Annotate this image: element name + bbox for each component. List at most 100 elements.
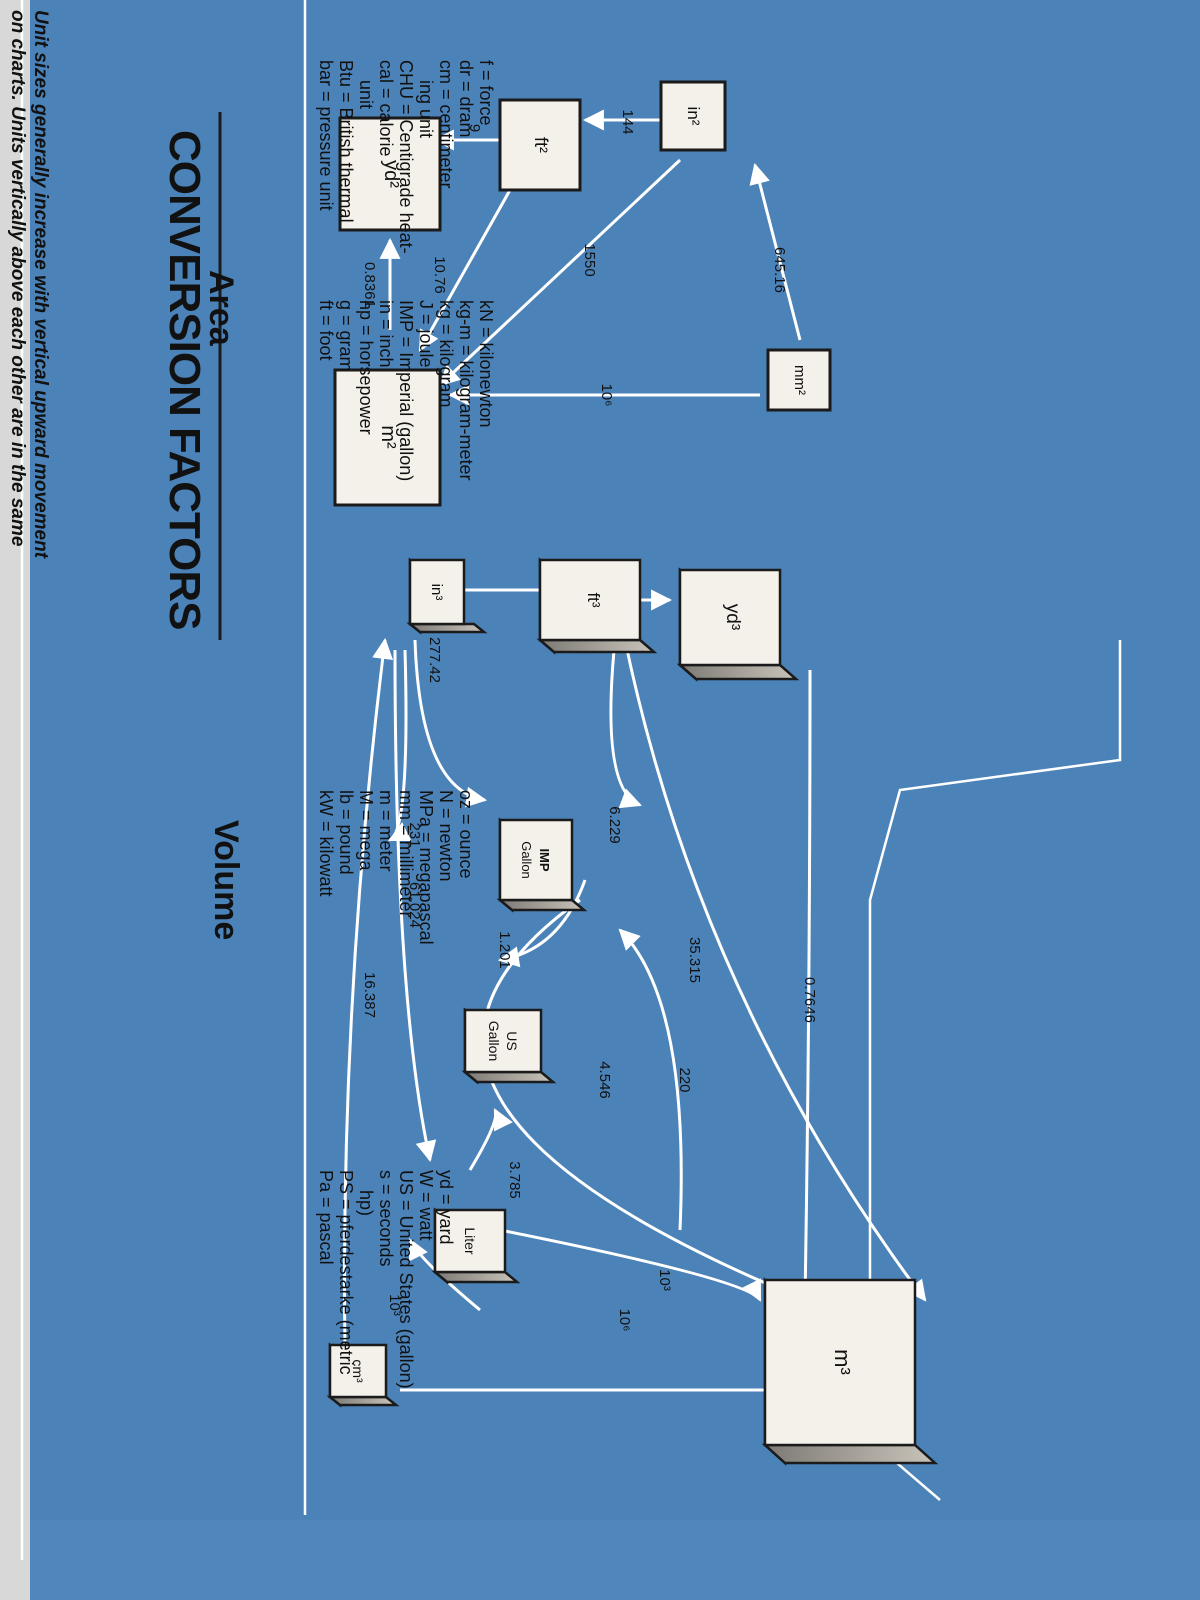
volume-nodes: in³ ft³ yd³ IMP	[326, 557, 939, 1466]
abbr-item: in = inch	[376, 300, 396, 368]
factor-in3-imp: 277.42	[426, 637, 443, 683]
factor-in2-ft2: 144	[619, 109, 636, 134]
factor-in2-mm2: 645.16	[771, 247, 788, 293]
node-liter[interactable]: Liter	[431, 1207, 521, 1285]
node-imp-label: IMP	[537, 848, 552, 871]
node-in3[interactable]: in³	[406, 557, 488, 635]
factor-ft3-imp: 6.229	[606, 806, 623, 844]
factor-yd3-m3: 0.7646	[801, 977, 818, 1023]
node-yd2-label: yd²	[380, 160, 402, 188]
node-in2[interactable]: in²	[659, 80, 727, 152]
abbr-item: s = seconds	[376, 1170, 396, 1267]
abbreviations: bar = pressure unit Btu = British therma…	[316, 60, 496, 1389]
node-ft3[interactable]: ft³	[536, 557, 658, 655]
abbr-item: Btu = British thermal	[336, 60, 356, 223]
abbr-item: f = force	[476, 60, 496, 126]
abbr-item: kg = kilogram	[436, 300, 456, 408]
abbr-item: dr = dram	[456, 60, 476, 138]
factor-yd2-m2: 0.8361	[361, 262, 378, 308]
node-in3-label: in³	[428, 584, 445, 601]
factor-in3-liter: 61.024	[406, 882, 423, 928]
node-m3[interactable]: m³	[761, 1277, 939, 1466]
abbr-item: US = United States (gallon)	[396, 1170, 416, 1389]
abbr-item: lb = pound	[336, 790, 356, 875]
node-mm2[interactable]: mm²	[766, 348, 832, 412]
node-yd3-label: yd³	[722, 604, 743, 630]
node-us-label: US	[504, 1031, 520, 1050]
node-liter-label: Liter	[462, 1227, 478, 1255]
abbr-item: kW = kilowatt	[316, 790, 336, 897]
factor-in2-m2: 1550	[581, 243, 598, 276]
factor-imp-us: 1.201	[496, 931, 513, 969]
area-heading: Area	[202, 270, 240, 347]
factor-liter-m3: 10³	[656, 1269, 673, 1291]
abbr-item: Pa = pascal	[316, 1170, 336, 1265]
node-in2-label: in²	[684, 107, 703, 126]
footnote-line-1: Unit sizes generally increase with verti…	[30, 10, 51, 559]
abbr-item: cal = calorie	[376, 60, 396, 157]
factor-ft2-yd2: 9	[466, 124, 483, 132]
node-us-sublabel: Gallon	[486, 1021, 502, 1061]
node-m2-label: m²	[377, 425, 399, 449]
factor-cm3-liter: 10³	[386, 1294, 403, 1316]
abbr-item: ing unit	[416, 80, 436, 138]
footnote: Unit sizes generally increase with verti…	[7, 10, 51, 559]
abbr-item: MPa = megapascal	[416, 790, 436, 945]
abbr-col3: kW = kilowatt lb = pound M = mega m = me…	[316, 790, 476, 945]
abbr-item: mm = millimeter	[396, 790, 416, 918]
abbr-item: IMP = Imperial (gallon)	[396, 300, 416, 481]
node-cm3[interactable]: cm³	[326, 1342, 400, 1408]
abbr-item: ft = foot	[316, 300, 336, 361]
abbr-item: kg-m = kilogram-meter	[456, 300, 476, 481]
factor-in3-us: 231	[406, 822, 423, 847]
abbr-item: kN = kilonewton	[476, 300, 496, 428]
page-title: CONVERSION FACTORS	[160, 130, 209, 629]
footnote-line-2: on charts. Units vertically above each o…	[7, 10, 28, 547]
node-imp-gallon[interactable]: IMP Gallon	[496, 817, 588, 913]
abbr-col1: bar = pressure unit Btu = British therma…	[316, 60, 496, 254]
page-fold-shade	[0, 0, 1200, 1520]
abbr-col4: Pa = pascal PS = pferdestarke (metric hp…	[316, 1170, 456, 1389]
factor-ft3-m3: 35.315	[686, 937, 703, 983]
node-ft2[interactable]: ft²	[498, 98, 582, 192]
factor-cm3-in3: 16.387	[361, 972, 378, 1018]
node-us-gallon[interactable]: US Gallon	[461, 1007, 557, 1085]
abbr-item: PS = pferdestarke (metric	[336, 1170, 356, 1375]
factor-liter-us: 3.785	[506, 1161, 523, 1199]
node-cm3-label: cm³	[350, 1359, 366, 1383]
abbr-item: CHU = Centigrade heat-	[396, 60, 416, 254]
factor-cm3-m3: 10⁶	[616, 1309, 633, 1332]
node-ft3-label: ft³	[584, 592, 603, 607]
node-ft2-label: ft²	[531, 137, 551, 153]
factor-imp-m3: 220	[676, 1067, 693, 1092]
abbr-item: J = joule	[416, 300, 436, 368]
factor-liter-imp: 4.546	[596, 1061, 613, 1099]
abbr-item: hp = horsepower	[356, 300, 376, 435]
abbr-item: M = mega	[356, 790, 376, 872]
abbr-item: W = watt	[416, 1170, 436, 1241]
node-imp-sublabel: Gallon	[519, 841, 534, 879]
abbr-item: unit	[356, 80, 376, 109]
node-mm2-label: mm²	[791, 365, 808, 395]
area-nodes: yd² ft² in² mm² m²	[333, 80, 832, 507]
abbr-item: hp)	[356, 1190, 376, 1216]
node-m3-label: m³	[830, 1349, 855, 1375]
abbr-item: m = meter	[376, 790, 396, 872]
abbr-item: bar = pressure unit	[316, 60, 336, 211]
abbr-item: yd = yard	[436, 1170, 456, 1245]
volume-heading: Volume	[207, 820, 245, 940]
abbr-col2: ft = foot g = gram hp = horsepower in = …	[316, 300, 496, 481]
node-m2[interactable]: m²	[333, 368, 442, 507]
area-factor-labels: 0.8361 9 144 10.76 1550 645.16 10⁶	[361, 109, 788, 406]
abbr-item: N = newton	[436, 790, 456, 882]
factor-ft2-m2: 10.76	[431, 256, 448, 294]
volume-factor-labels: 1728 27 277.42 231 61.024 16.387 6.229 3…	[361, 588, 818, 1331]
node-yd3[interactable]: yd³	[676, 567, 800, 682]
abbr-item: g = gram	[336, 300, 356, 372]
factor-mm2-m2: 10⁶	[598, 384, 615, 407]
area-arrows	[379, 109, 802, 406]
node-yd2[interactable]: yd²	[338, 116, 442, 232]
